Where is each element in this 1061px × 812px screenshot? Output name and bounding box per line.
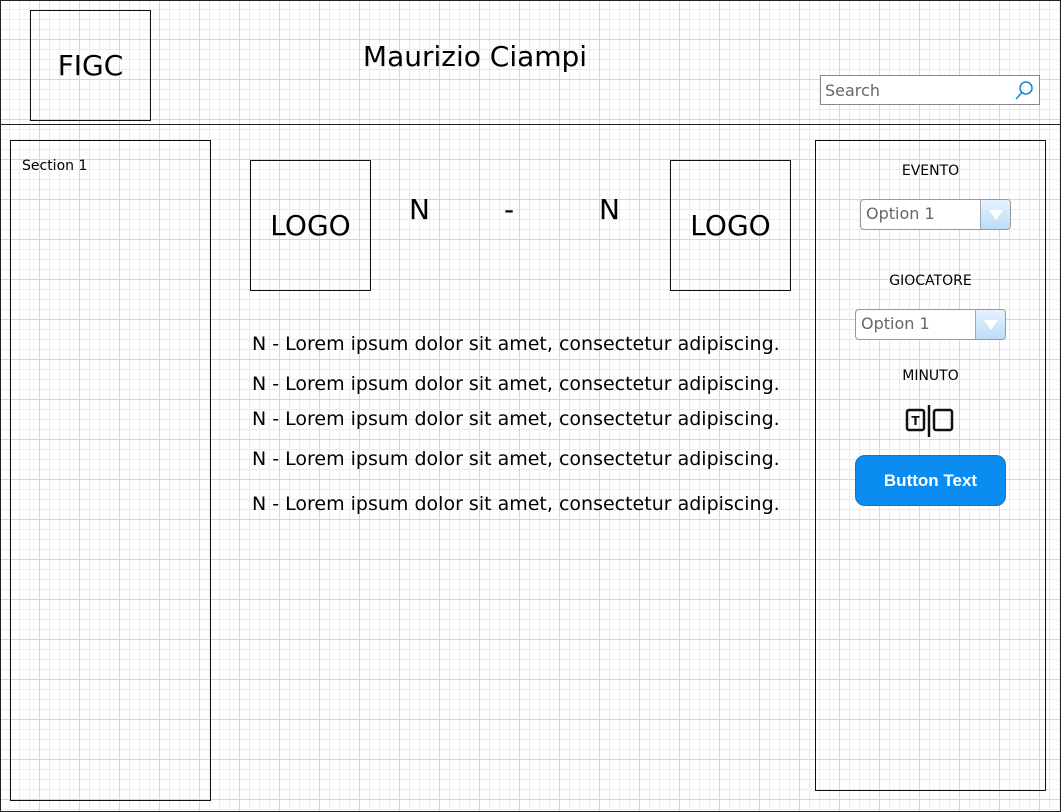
event-item: N - Lorem ipsum dolor sit amet, consecte…	[252, 333, 780, 355]
page-title: Maurizio Ciampi	[362, 40, 588, 73]
giocatore-select[interactable]: Option 1	[855, 309, 1006, 340]
home-team-logo: LOGO	[250, 160, 371, 291]
left-sidebar: Section 1	[10, 140, 211, 801]
away-score: N	[599, 193, 620, 226]
search-box[interactable]	[820, 75, 1040, 105]
evento-select[interactable]: Option 1	[860, 199, 1011, 230]
event-item: N - Lorem ipsum dolor sit amet, consecte…	[252, 493, 780, 515]
svg-text:T: T	[911, 414, 920, 428]
event-item: N - Lorem ipsum dolor sit amet, consecte…	[252, 448, 780, 470]
score-separator: -	[504, 193, 515, 226]
figc-logo: FIGC	[30, 10, 151, 121]
home-score: N	[409, 193, 430, 226]
home-logo-text: LOGO	[270, 209, 351, 242]
evento-selected-value: Option 1	[866, 204, 935, 223]
away-team-logo: LOGO	[670, 160, 791, 291]
header-divider	[0, 124, 1061, 125]
giocatore-selected-value: Option 1	[861, 314, 930, 333]
sidebar-section-label[interactable]: Section 1	[22, 158, 88, 174]
giocatore-label: GIOCATORE	[889, 273, 972, 289]
figc-logo-text: FIGC	[57, 49, 124, 82]
evento-label: EVENTO	[901, 163, 960, 179]
right-panel	[815, 140, 1046, 791]
minuto-label: MINUTO	[902, 368, 959, 384]
search-icon[interactable]	[1013, 80, 1035, 102]
away-logo-text: LOGO	[690, 209, 771, 242]
text-input-icon[interactable]: T	[905, 403, 955, 439]
event-item: N - Lorem ipsum dolor sit amet, consecte…	[252, 408, 780, 430]
search-input[interactable]	[825, 79, 1005, 101]
event-item: N - Lorem ipsum dolor sit amet, consecte…	[252, 373, 780, 395]
submit-button[interactable]: Button Text	[855, 455, 1006, 506]
chevron-down-icon[interactable]	[980, 200, 1010, 229]
chevron-down-icon[interactable]	[975, 310, 1005, 339]
